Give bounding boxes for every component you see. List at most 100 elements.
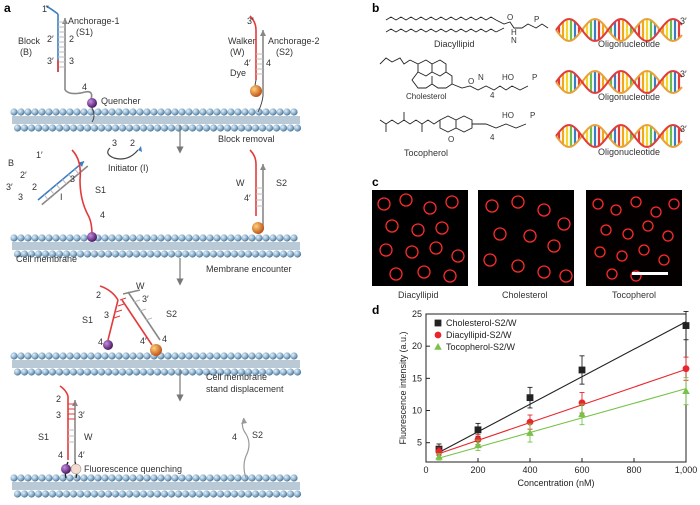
quencher-sphere-4 — [61, 464, 71, 474]
label-s2: (S2) — [276, 47, 293, 57]
label-displacement-2: stand displacement — [206, 384, 284, 394]
chem-p-1: P — [534, 15, 539, 24]
quenched-dye-sphere — [70, 463, 82, 475]
step1-walker-duplex — [249, 15, 266, 113]
label-b3p: 3′ — [6, 182, 13, 192]
quencher-sphere — [87, 98, 97, 108]
y-tick-label: 5 — [417, 438, 422, 448]
chem-4-3: 4 — [490, 133, 495, 142]
legend-marker — [434, 319, 442, 327]
cell-ring — [537, 203, 551, 217]
cell-ring — [511, 195, 525, 209]
cell-ring — [411, 223, 425, 237]
label-quencher: Quencher — [101, 96, 141, 106]
label-w4: 4 — [266, 58, 271, 68]
chem-o-2: O — [468, 77, 474, 86]
label-1p: 1′ — [42, 4, 49, 14]
scale-bar — [632, 272, 668, 275]
y-axis-label: Fluorescence intensity (a.u.) — [398, 331, 408, 444]
label-s1-step4: S1 — [38, 432, 49, 442]
helix-1 — [555, 18, 683, 42]
y-tick-label: 20 — [412, 341, 422, 351]
label-b2: 2 — [32, 182, 37, 192]
row3-name: Tocopherol — [404, 148, 448, 158]
label-i: I — [60, 192, 63, 202]
label-i3: 3 — [112, 138, 117, 148]
lipid-bilayer — [10, 352, 302, 376]
cell-ring — [399, 193, 413, 207]
label-2-step3: 2 — [96, 290, 101, 300]
panel-d-letter: d — [372, 303, 379, 317]
y-tick-label: 25 — [412, 309, 422, 319]
chem-n-1: N — [511, 36, 517, 45]
label-w3p: 3′ — [247, 16, 254, 26]
data-point — [474, 426, 482, 434]
label-walker-w: (W) — [230, 47, 245, 57]
label-s2-step3: S2 — [166, 309, 177, 319]
series-circle — [435, 356, 690, 457]
dye-sphere — [250, 85, 262, 97]
cell-ring — [523, 229, 537, 243]
label-s2-step4: S2 — [252, 430, 263, 440]
chem-ho-3: HO — [502, 111, 514, 120]
panel-b: b O H N P Diacyllipid Oligonucleotide 3′… — [372, 1, 687, 158]
label-b: B — [8, 158, 14, 168]
cell-ring — [557, 217, 571, 231]
legend: Cholesterol-S2/WDiacyllipid-S2/WTocopher… — [434, 318, 517, 352]
data-point — [435, 452, 443, 460]
cell-ring — [616, 250, 628, 262]
x-axis-label: Concentration (nM) — [517, 478, 594, 488]
label-b2p: 2′ — [20, 170, 27, 180]
cell-ring — [429, 241, 443, 255]
label-block: Block — [18, 36, 41, 46]
cholesterol-structure — [379, 57, 529, 91]
x-tick-label: 400 — [522, 465, 537, 475]
label-block-b: (B) — [20, 47, 32, 57]
label-b3: 3 — [18, 192, 23, 202]
cell-ring — [443, 269, 457, 283]
label-initiator: Initiator (I) — [108, 163, 149, 173]
label-block-removal: Block removal — [218, 134, 275, 144]
series-triangle — [435, 377, 690, 461]
cell-ring — [445, 195, 459, 209]
panel-c-letter: c — [372, 175, 379, 189]
x-tick-label: 200 — [470, 465, 485, 475]
label-i2: 2 — [130, 138, 135, 148]
panel-c: c Diacyllipid Cholesterol Tocopherol — [372, 175, 682, 300]
chem-p-3: P — [530, 111, 535, 120]
cell-ring — [451, 249, 465, 263]
label-s2-step2: S2 — [276, 178, 287, 188]
s1-strand-open — [71, 149, 93, 236]
initiator-strand — [107, 147, 139, 160]
tocopherol-structure — [379, 112, 527, 133]
row1-name: Diacyllipid — [434, 39, 475, 49]
chem-o-1: O — [507, 13, 513, 22]
cell-ring — [385, 219, 399, 233]
row1-end: 3′ — [680, 16, 687, 26]
label-membrane-encounter: Membrane encounter — [206, 264, 292, 274]
cell-ring — [417, 265, 431, 279]
x-tick-label: 0 — [423, 465, 428, 475]
data-point — [474, 436, 482, 443]
label-quenching: Fluorescence quenching — [84, 464, 182, 474]
step4-complex — [59, 385, 78, 479]
data-point — [578, 410, 586, 418]
row3-end: 3′ — [680, 124, 687, 134]
data-point — [682, 322, 690, 329]
y-tick-label: 10 — [412, 406, 422, 416]
label-4: 4 — [82, 82, 87, 92]
x-tick-label: 1,000 — [675, 465, 698, 475]
helix-2 — [555, 70, 683, 94]
micrograph-cholesterol — [478, 190, 574, 286]
y-tick-label: 15 — [412, 373, 422, 383]
cell-ring — [537, 265, 551, 279]
label-w-step2: W — [236, 178, 245, 188]
legend-marker — [434, 331, 442, 339]
helix-3 — [555, 124, 683, 148]
dye-sphere-3 — [150, 344, 162, 356]
cell-ring — [610, 204, 622, 216]
legend-label: Tocopherol-S2/W — [446, 342, 516, 352]
